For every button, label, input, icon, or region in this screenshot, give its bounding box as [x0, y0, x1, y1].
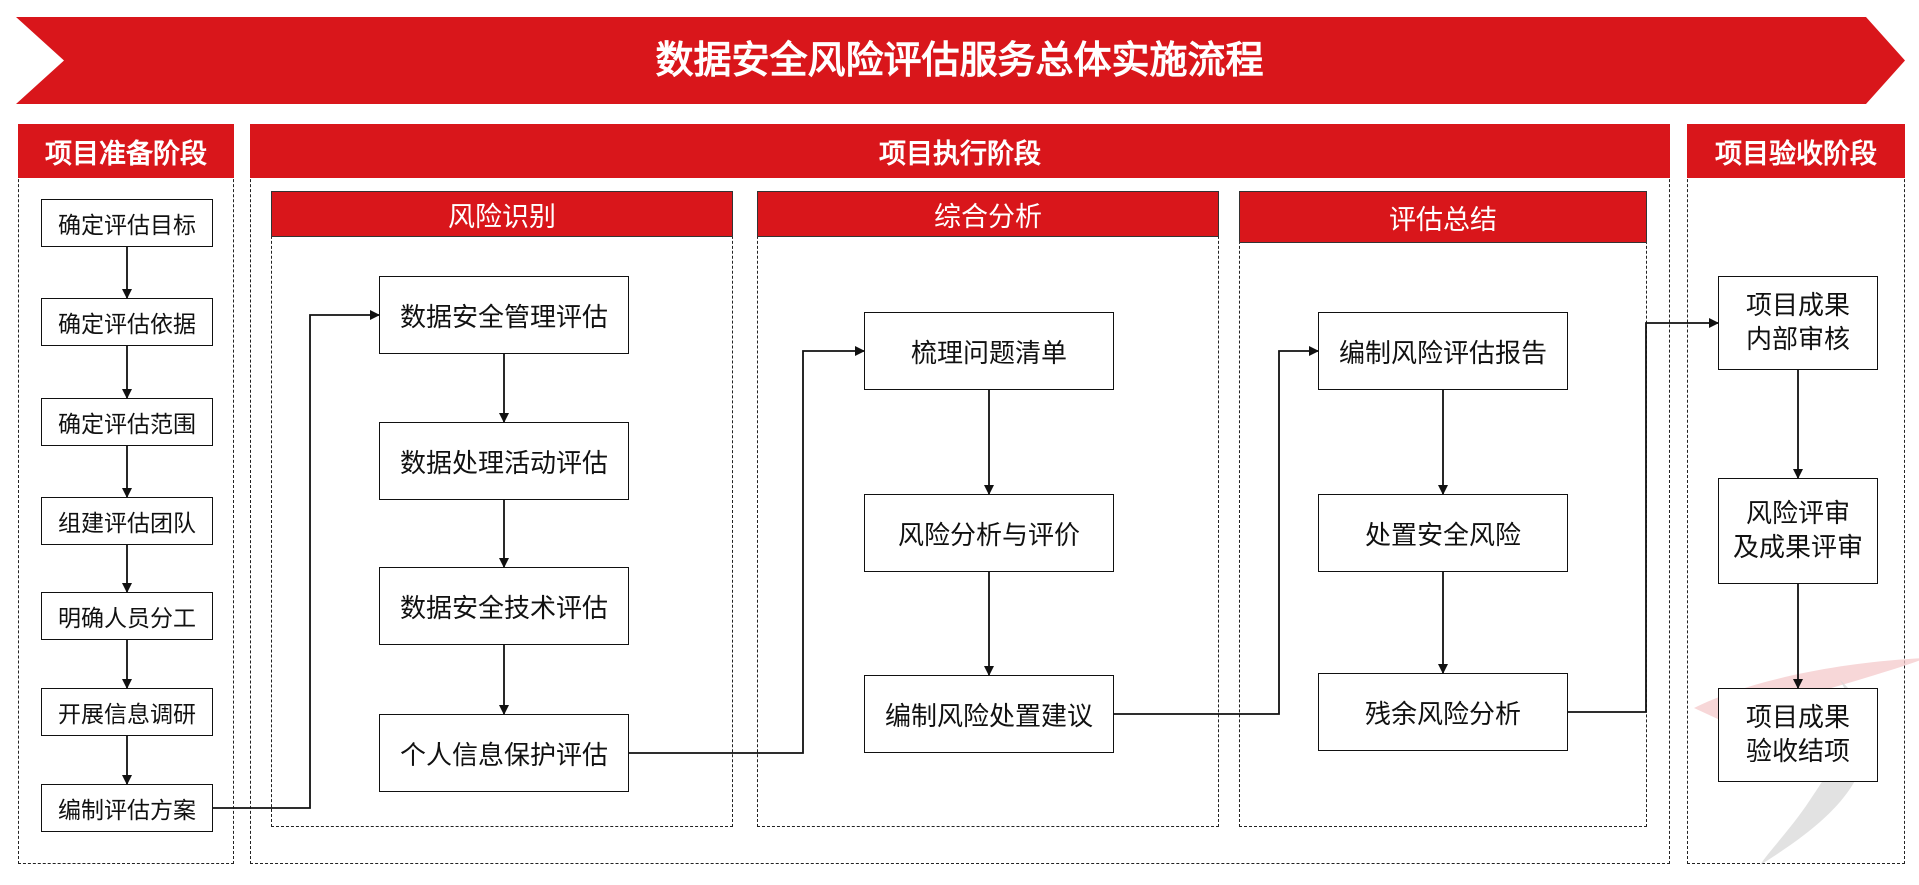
- prepare-step: 确定评估依据: [41, 298, 213, 346]
- summarize-step: 残余风险分析: [1318, 673, 1568, 751]
- analyze-step: 编制风险处置建议: [864, 675, 1114, 753]
- title-banner: [16, 17, 1905, 104]
- prepare-step: 编制评估方案: [41, 784, 213, 832]
- group-identify-header: 风险识别: [271, 191, 733, 237]
- phase-prepare-header: 项目准备阶段: [18, 124, 234, 178]
- accept-step: 项目成果 验收结项: [1718, 688, 1878, 782]
- prepare-step: 确定评估目标: [41, 199, 213, 247]
- prepare-step: 组建评估团队: [41, 497, 213, 545]
- arrow: [213, 310, 380, 809]
- prepare-step: 明确人员分工: [41, 592, 213, 640]
- arrow: [629, 346, 865, 754]
- page-title: 数据安全风险评估服务总体实施流程: [655, 38, 1264, 82]
- phase-execute-header: 项目执行阶段: [250, 124, 1670, 178]
- analyze-step: 梳理问题清单: [864, 312, 1114, 390]
- identify-step: 个人信息保护评估: [379, 714, 629, 792]
- summarize-step: 处置安全风险: [1318, 494, 1568, 572]
- group-analyze-header: 综合分析: [757, 191, 1219, 237]
- prepare-step: 开展信息调研: [41, 688, 213, 736]
- group-summarize-header: 评估总结: [1239, 191, 1647, 243]
- prepare-step: 确定评估范围: [41, 398, 213, 446]
- phase-accept-header: 项目验收阶段: [1687, 124, 1905, 178]
- arrow: [1568, 318, 1719, 713]
- accept-step: 风险评审 及成果评审: [1718, 478, 1878, 584]
- identify-step: 数据安全管理评估: [379, 276, 629, 354]
- accept-step: 项目成果 内部审核: [1718, 276, 1878, 370]
- arrow: [1114, 346, 1319, 715]
- summarize-step: 编制风险评估报告: [1318, 312, 1568, 390]
- identify-step: 数据安全技术评估: [379, 567, 629, 645]
- identify-step: 数据处理活动评估: [379, 422, 629, 500]
